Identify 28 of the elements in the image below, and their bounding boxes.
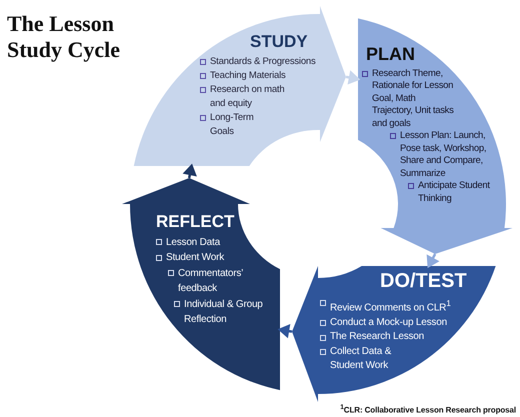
- list-item: Conduct a Mock-up Lesson: [330, 316, 447, 330]
- curved-arrow-shape: [133, 6, 346, 167]
- curved-arrow-shape: [358, 18, 513, 254]
- list-item: Research Theme, Rationale for Lesson Goal, Math Trajectory, Unit tasks and goals: [372, 68, 454, 130]
- curved-arrow-shape: [122, 178, 280, 391]
- arrow: [184, 164, 196, 180]
- list-item: Collect Data & Student Work: [330, 344, 392, 374]
- stage-heading: DO/TEST: [380, 270, 467, 293]
- stage-heading: STUDY: [250, 32, 308, 52]
- list-item: Teaching Materials: [210, 68, 286, 83]
- list-item: Lesson Data: [166, 236, 220, 250]
- list-item: Standards & Progressions: [210, 54, 316, 69]
- list-item: Individual & Group Reflection: [184, 298, 264, 328]
- list-item: Anticipate Student Thinking: [418, 180, 491, 206]
- list-item: The Research Lesson: [330, 330, 424, 344]
- arrow: [344, 72, 360, 84]
- list-item: Lesson Plan: Launch, Pose task, Workshop, Share and Compare, Summarize: [400, 130, 488, 180]
- list-item: Research on math and equity: [210, 82, 286, 111]
- arrow: [426, 252, 438, 268]
- stage-heading: PLAN: [366, 44, 415, 65]
- list-item: Long-Term Goals: [210, 110, 255, 139]
- diagram-title: The Lesson Study Cycle: [7, 11, 122, 63]
- curved-arrow-shape: [292, 266, 496, 402]
- arrow: [278, 324, 294, 338]
- stage-heading: REFLECT: [156, 212, 234, 232]
- list-item: Student Work: [166, 251, 224, 266]
- list-item: Commentators’ feedback: [178, 266, 244, 296]
- list-item: Review Comments on CLR$^{1}$: [330, 297, 451, 316]
